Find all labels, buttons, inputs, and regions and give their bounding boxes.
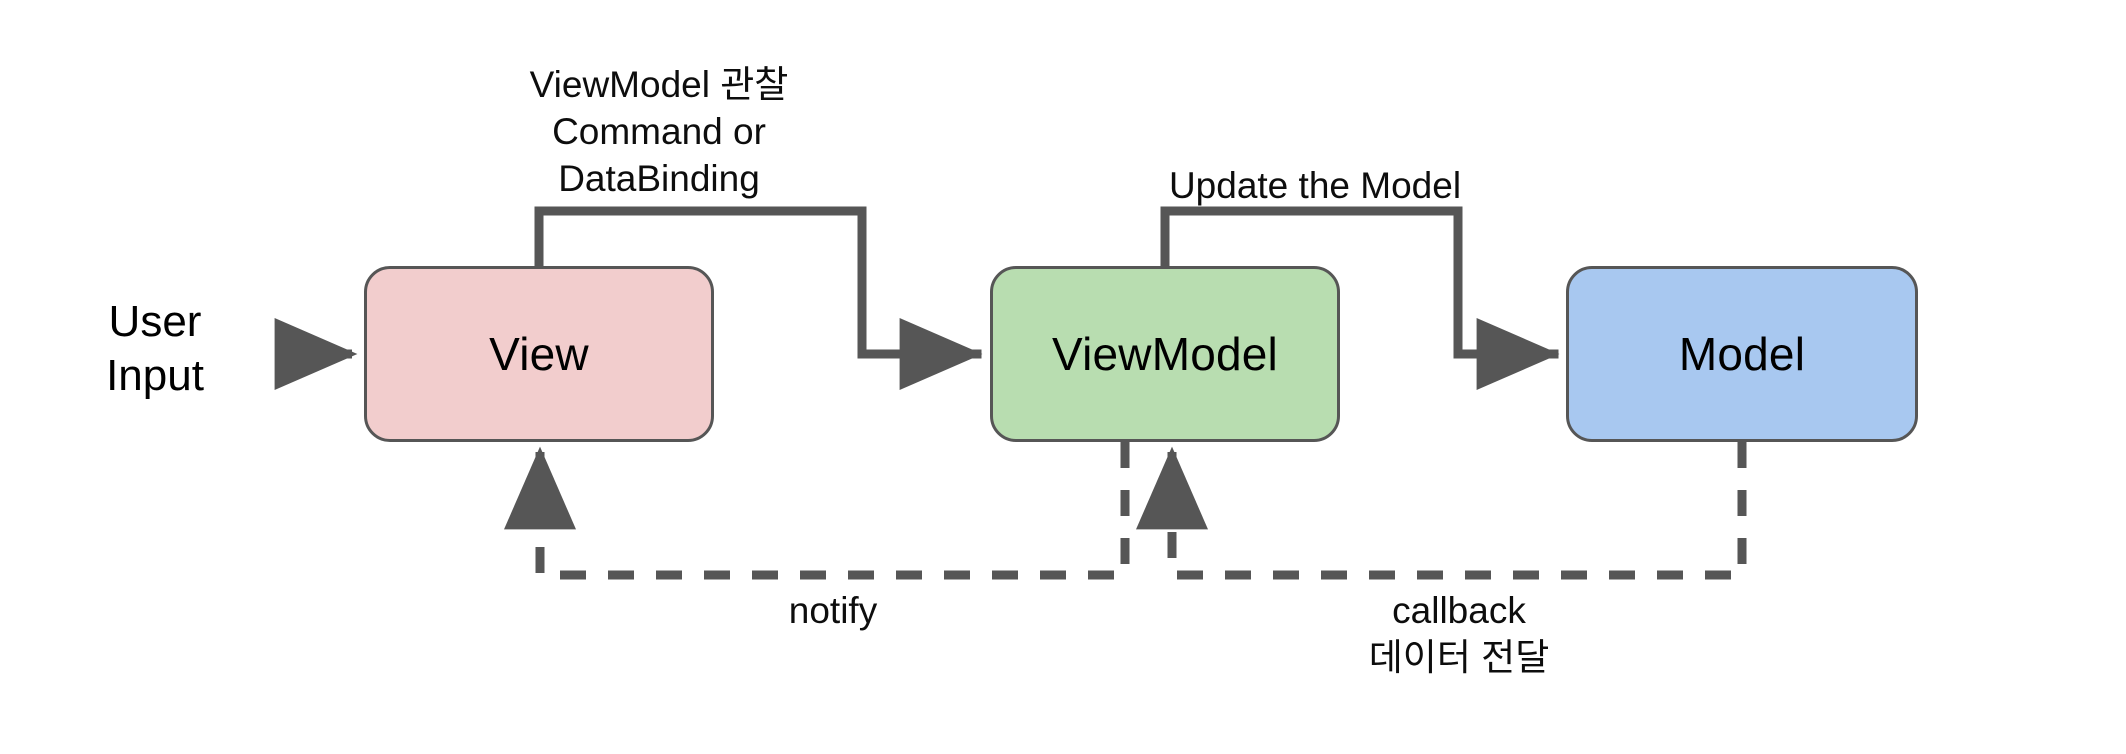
node-view-label: View xyxy=(489,327,589,380)
edge-label-callback: callback 데이터 전달 xyxy=(1368,590,1550,678)
node-view[interactable]: View xyxy=(364,266,714,442)
edge-viewmodel-to-model xyxy=(1160,206,1560,391)
node-model[interactable]: Model xyxy=(1566,266,1918,442)
node-viewmodel[interactable]: ViewModel xyxy=(990,266,1340,442)
edge-model-to-viewmodel-callback xyxy=(1136,442,1747,580)
node-viewmodel-label: ViewModel xyxy=(1052,327,1278,380)
edge-view-to-viewmodel xyxy=(534,206,983,391)
edge-label-notify: notify xyxy=(788,590,878,631)
node-model-label: Model xyxy=(1678,327,1806,380)
user-input-label: User Input xyxy=(106,297,204,400)
edge-viewmodel-to-view-notify xyxy=(504,442,1130,580)
edge-label-viewmodel-to-model: Update the Model xyxy=(1168,165,1462,206)
edge-label-view-to-viewmodel: ViewModel 관찰 Command or DataBinding xyxy=(529,64,789,199)
